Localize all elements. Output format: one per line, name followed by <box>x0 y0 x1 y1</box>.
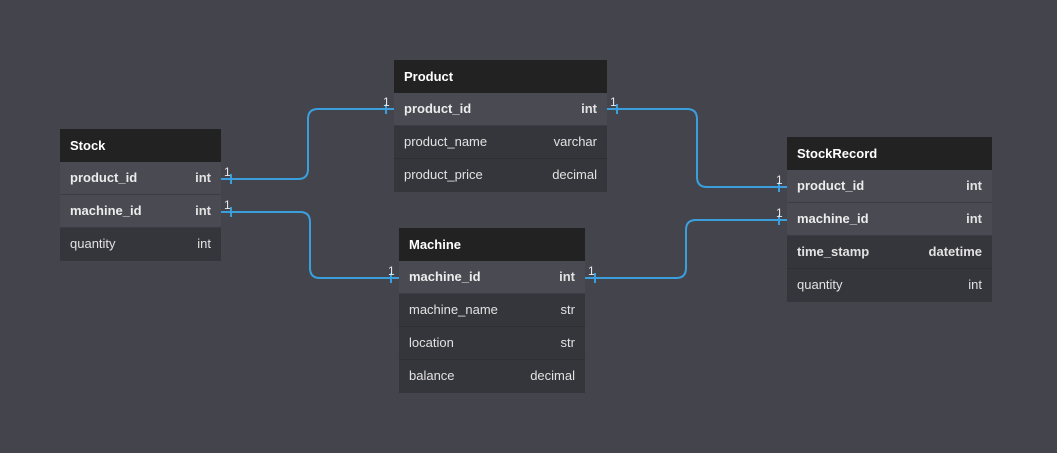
column-name: location <box>409 335 454 350</box>
table-row[interactable]: product_id int <box>60 162 221 195</box>
table-stock[interactable]: Stock product_id int machine_id int quan… <box>60 129 221 261</box>
table-row[interactable]: machine_id int <box>60 195 221 228</box>
table-machine[interactable]: Machine machine_id int machine_name str … <box>399 228 585 393</box>
table-row[interactable]: balance decimal <box>399 360 585 393</box>
column-type: decimal <box>552 167 597 182</box>
column-name: product_name <box>404 134 488 149</box>
cardinality-label: 1 <box>224 198 231 212</box>
cardinality-label: 1 <box>776 173 783 187</box>
table-title[interactable]: Machine <box>399 228 585 261</box>
table-row[interactable]: time_stamp datetime <box>787 236 992 269</box>
column-name: product_id <box>797 178 865 193</box>
cardinality-label: 1 <box>388 264 395 278</box>
column-name: balance <box>409 368 455 383</box>
link-stock-machine <box>221 211 399 279</box>
cardinality-label: 1 <box>383 95 390 109</box>
link-stock-product <box>221 108 394 180</box>
column-type: int <box>559 269 575 284</box>
table-row[interactable]: product_name varchar <box>394 126 607 159</box>
column-type: int <box>966 178 982 193</box>
column-name: machine_id <box>797 211 869 226</box>
column-type: varchar <box>553 134 597 149</box>
table-title[interactable]: StockRecord <box>787 137 992 170</box>
cardinality-label: 1 <box>588 264 595 278</box>
table-title[interactable]: Stock <box>60 129 221 162</box>
column-name: product_id <box>70 170 138 185</box>
column-type: int <box>581 101 597 116</box>
column-type: int <box>195 170 211 185</box>
table-row[interactable]: location str <box>399 327 585 360</box>
column-name: machine_name <box>409 302 498 317</box>
table-row[interactable]: product_id int <box>787 170 992 203</box>
column-type: int <box>968 277 982 292</box>
column-type: int <box>195 203 211 218</box>
column-type: int <box>966 211 982 226</box>
column-type: int <box>197 236 211 251</box>
link-machine-stockrecord <box>585 219 787 279</box>
table-row[interactable]: quantity int <box>787 269 992 302</box>
table-row[interactable]: machine_id int <box>399 261 585 294</box>
column-name: quantity <box>70 236 116 251</box>
table-row[interactable]: quantity int <box>60 228 221 261</box>
table-row[interactable]: product_id int <box>394 93 607 126</box>
column-name: machine_id <box>409 269 481 284</box>
cardinality-label: 1 <box>610 95 617 109</box>
cardinality-label: 1 <box>776 206 783 220</box>
column-name: machine_id <box>70 203 142 218</box>
column-name: product_id <box>404 101 472 116</box>
cardinality-label: 1 <box>224 165 231 179</box>
column-name: quantity <box>797 277 843 292</box>
table-row[interactable]: machine_id int <box>787 203 992 236</box>
link-product-stockrecord <box>607 108 787 188</box>
table-stockrecord[interactable]: StockRecord product_id int machine_id in… <box>787 137 992 302</box>
column-type: decimal <box>530 368 575 383</box>
table-title[interactable]: Product <box>394 60 607 93</box>
table-row[interactable]: machine_name str <box>399 294 585 327</box>
column-name: time_stamp <box>797 244 870 259</box>
column-type: datetime <box>928 244 982 259</box>
column-type: str <box>560 335 575 350</box>
column-type: str <box>560 302 575 317</box>
table-product[interactable]: Product product_id int product_name varc… <box>394 60 607 192</box>
table-row[interactable]: product_price decimal <box>394 159 607 192</box>
column-name: product_price <box>404 167 483 182</box>
